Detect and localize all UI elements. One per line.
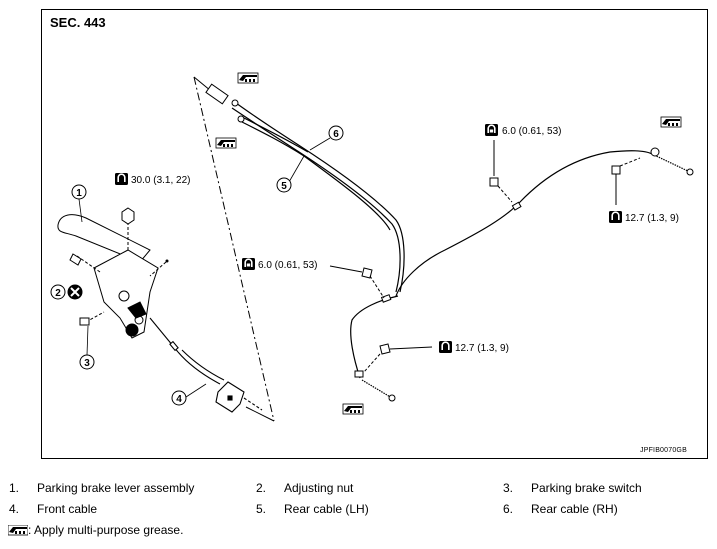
svg-text:5: 5	[281, 181, 287, 192]
figure-id: JPFIB0070GB	[640, 447, 687, 454]
torque-center-lower: 12.7 (1.3, 9)	[455, 343, 509, 354]
svg-text:4: 4	[176, 394, 182, 405]
callout-4: 4	[171, 390, 187, 406]
do-not-reuse-icon	[67, 284, 83, 300]
grease-icon	[7, 524, 29, 536]
torque-wrench-icon	[484, 123, 499, 137]
grease-icon	[342, 403, 364, 415]
torque-wrench-icon	[608, 210, 623, 224]
svg-text:3: 3	[84, 358, 90, 369]
diagram-frame	[41, 9, 708, 459]
torque-wrench-icon	[241, 257, 256, 271]
torque-wrench-icon	[114, 172, 129, 186]
legend-item-5: 5.Rear cable (LH)	[256, 502, 369, 516]
callout-6: 6	[328, 125, 344, 141]
torque-lever-nut: 30.0 (3.1, 22)	[131, 175, 190, 186]
svg-text:6: 6	[333, 129, 339, 140]
legend-item-1: 1.Parking brake lever assembly	[9, 481, 195, 495]
svg-text:1: 1	[76, 188, 82, 199]
legend-item-6: 6.Rear cable (RH)	[503, 502, 618, 516]
grease-note-text: : Apply multi-purpose grease.	[28, 523, 184, 537]
callout-5: 5	[276, 177, 292, 193]
callout-2: 2	[50, 284, 66, 300]
bolts	[329, 140, 641, 373]
callout-3: 3	[79, 354, 95, 370]
torque-center: 6.0 (0.61, 53)	[258, 260, 317, 271]
legend-item-4: 4.Front cable	[9, 502, 98, 516]
front-cable	[149, 317, 263, 413]
callout-1: 1	[71, 184, 87, 200]
parking-brake-lever	[57, 214, 159, 339]
grease-icon	[215, 137, 237, 149]
grease-icon	[237, 72, 259, 84]
torque-wrench-icon	[438, 340, 453, 354]
legend-item-2: 2.Adjusting nut	[256, 481, 354, 495]
legend-item-3: 3.Parking brake switch	[503, 481, 642, 495]
torque-lower-right: 12.7 (1.3, 9)	[625, 213, 679, 224]
section-label: SEC. 443	[50, 15, 106, 30]
grease-note: : Apply multi-purpose grease.	[7, 523, 184, 537]
grease-icon	[660, 116, 682, 128]
torque-upper-right: 6.0 (0.61, 53)	[502, 126, 561, 137]
svg-text:2: 2	[55, 288, 61, 299]
